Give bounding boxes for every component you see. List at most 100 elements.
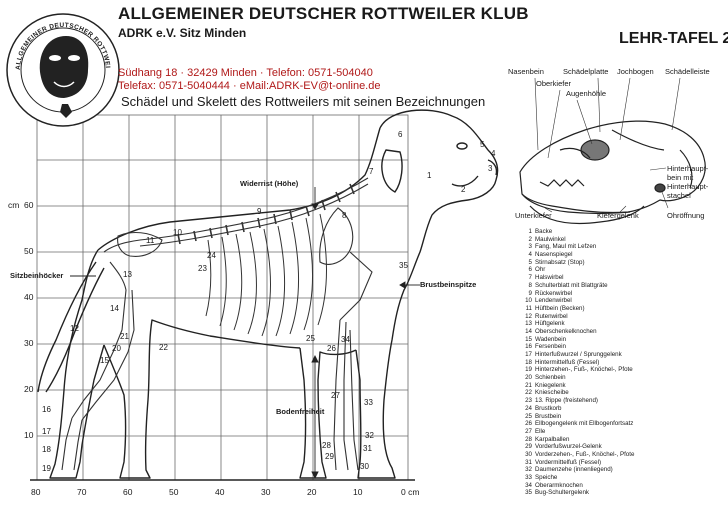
label-ground-clearance: Bodenfreiheit [276,407,325,416]
legend-number: 9 [528,289,532,297]
x-tick-50: 50 [169,487,179,497]
body-number: 2 [461,185,466,194]
body-number: 18 [42,445,51,454]
y-tick-40: 40 [24,292,34,302]
legend-number: 34 [525,481,532,489]
body-number: 5 [480,140,485,149]
legend-number: 20 [525,374,532,382]
x-tick-0: 0 cm [401,487,420,497]
legend-text: Schienbein [535,374,566,382]
legend-number: 16 [525,343,532,351]
x-tick-20: 20 [307,487,317,497]
body-number: 21 [120,332,129,341]
legend-text: Speiche [535,474,558,481]
plate-number: LEHR-TAFEL 2 [619,30,728,47]
legend-number: 4 [528,251,532,259]
legend-number: 32 [525,466,532,474]
legend-text: Daumenzehe (innenliegend) [535,466,613,474]
legend-number: 3 [528,243,532,251]
body-number: 14 [110,304,119,313]
body-number: 23 [198,264,207,273]
legend-number: 8 [528,281,532,289]
legend-text: Rutenwirbel [535,312,568,320]
callout-lines [70,187,420,480]
legend-text: Ellbogengelenk mit Ellbogenfortsatz [535,420,634,428]
legend-text: Lendenwirbel [535,297,572,305]
x-tick-60: 60 [123,487,133,497]
x-tick-70: 70 [77,487,87,497]
body-number: 11 [146,236,155,245]
legend-text: Karpalballen [535,435,570,443]
body-number: 12 [70,324,79,333]
skeleton-bones [61,177,373,471]
skull-leader-lines [534,77,681,213]
label-withers: Widerrist (Höhe) [240,179,299,188]
skull-label-schaedelplatte: Schädelplatte [563,67,609,76]
body-number: 20 [112,344,121,353]
legend-number: 5 [528,258,532,266]
body-number: 8 [342,211,347,220]
legend-text: Hinterfußwurzel / Sprunggelenk [535,351,622,358]
legend-number: 24 [525,404,532,412]
legend-number: 6 [528,266,532,274]
skull-label-hinterhaupt: Hinterhaupt- bein mit Hinterhaupt- stach… [667,164,709,200]
legend-number: 28 [525,435,532,443]
legend-text: Hüftbein (Becken) [535,304,585,312]
legend-text: Halswirbel [535,274,564,282]
legend-number: 11 [525,304,532,312]
body-number: 1 [427,171,432,180]
legend-number: 14 [525,327,532,335]
legend-text: Kniescheibe [535,389,569,397]
skull-label-nasenbein: Nasenbein [508,67,544,76]
legend-text: Elle [535,427,546,435]
body-number: 22 [159,343,168,352]
address-line-1: Südhang 18 · 32429 Minden · Telefon: 057… [118,67,373,79]
body-number: 34 [341,335,350,344]
y-tick-50: 50 [24,246,34,256]
legend-number: 7 [528,274,532,282]
legend-text: Vorderzehen-, Fuß-, Knöchel-, Pfote [535,450,635,458]
legend-text: Hinterzehen-, Fuß-, Knöchel-, Pfote [535,366,633,374]
dog-outline [37,109,499,479]
legend-number: 35 [525,489,532,497]
legend-number: 33 [525,474,532,481]
legend-text: Rückenwirbel [535,289,573,297]
club-seal: ALLGEMEINER DEUTSCHER ROTTWEILER KLUB e.… [0,0,120,127]
body-number: 24 [207,251,216,260]
legend-text: Vordermittelfuß (Fessel) [535,458,602,466]
body-number: 3 [488,164,493,173]
legend-text: 13. Rippe (freistehend) [535,397,598,405]
y-tick-10: 10 [24,430,34,440]
y-tick-30: 30 [24,338,34,348]
legend-number: 23 [525,397,532,405]
skull-drawing [519,120,706,225]
legend-number: 1 [528,228,532,235]
legend-number: 10 [525,297,532,305]
body-number: 7 [369,167,374,176]
address-line-2: Telefax: 0571-5040444 · eMail:ADRK-EV@t-… [118,80,381,92]
body-number: 15 [100,356,109,365]
legend-text: Backe [535,228,553,235]
label-ischial-tuberosity: Sitzbeinhöcker [10,271,64,280]
y-tick-20: 20 [24,384,34,394]
legend-text: Oberschenkelknochen [535,327,597,335]
